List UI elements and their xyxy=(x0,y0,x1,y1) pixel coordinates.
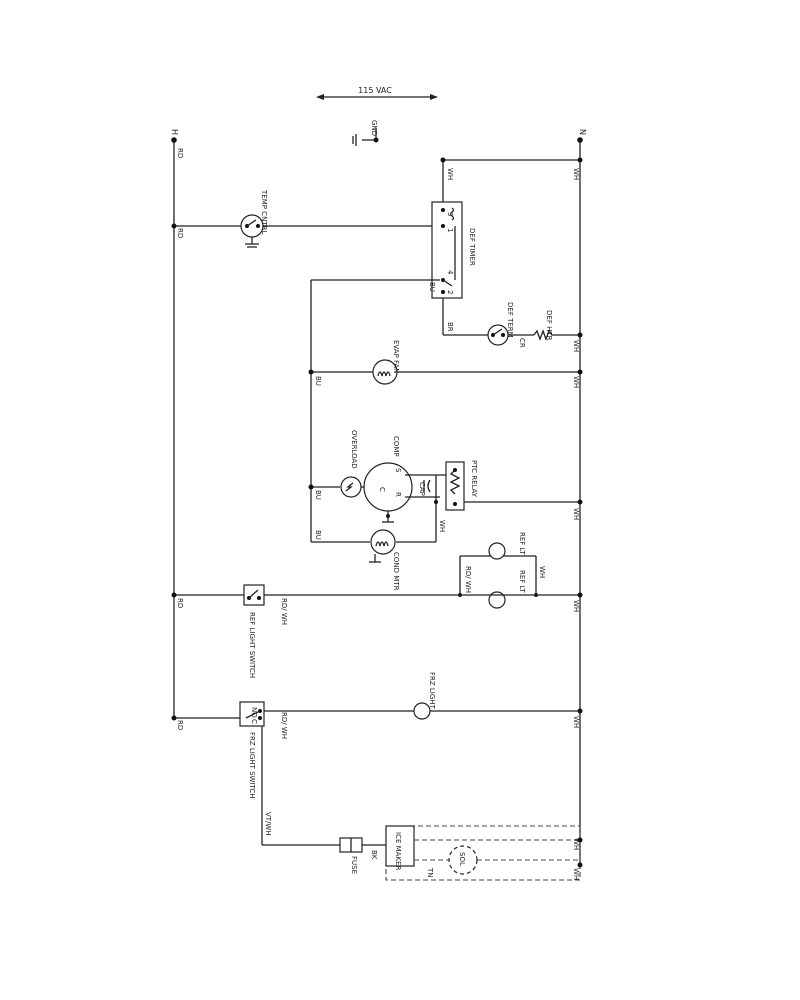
hot-label: H xyxy=(170,129,179,135)
fuse xyxy=(339,837,363,853)
frz-light-switch: NO C xyxy=(239,701,265,727)
ref-light-lower xyxy=(488,591,506,609)
wire-label-br: BR xyxy=(446,322,454,332)
wire-label-wh-n7: WH xyxy=(572,838,580,850)
wire-label-wh-lt: WH xyxy=(538,566,546,578)
evap-fan-motor xyxy=(372,359,398,385)
wire-label-bu-cond: BU xyxy=(314,530,322,540)
evap-fan-label: EVAP FAN xyxy=(392,340,400,373)
ref-light-switch xyxy=(243,584,265,606)
wire-label-cr: CR xyxy=(518,338,526,348)
wire-label-bu-fan: BU xyxy=(314,376,322,386)
wire-label-tn: TN xyxy=(426,867,434,878)
compressor: S R C xyxy=(363,462,413,523)
frz-light-switch-label: FRZ LIGHT SWITCH xyxy=(248,732,256,799)
cond-mtr-label: COND MTR xyxy=(392,552,400,591)
overload-label: OVERLOAD xyxy=(350,430,358,469)
ice-maker-label: ICE MAKER xyxy=(394,832,402,870)
timer-terminal-2: 2 xyxy=(446,290,454,294)
frz-light-label: FRZ LIGHT xyxy=(428,672,436,710)
wire-label-rdwh-lt: RD/ WH xyxy=(464,566,472,593)
temp-control xyxy=(240,214,264,248)
wire-label-vtwh: VT/WH xyxy=(264,812,272,836)
wire-label-rdwh-ref: RD/ WH xyxy=(280,598,288,625)
def-timer-label: DEF TIMER xyxy=(468,228,476,266)
temp-cntrl-label: TEMP CNTRL xyxy=(260,189,268,234)
def-heater xyxy=(533,329,580,341)
wire-label-wh-n3: WH xyxy=(572,376,580,388)
timer-terminal-4: 4 xyxy=(446,270,454,275)
def-timer: 3 1 4 2 xyxy=(431,201,463,299)
def-term-label: DEF TERM xyxy=(506,302,514,338)
wire-label-bu-comp: BU xyxy=(314,490,322,500)
condenser-fan-motor xyxy=(369,529,396,563)
def-htr-label: DEF HTR xyxy=(545,310,553,341)
wire-label-rd-2: RD xyxy=(176,228,184,238)
wire-label-wh-n6: WH xyxy=(572,716,580,728)
ice-maker xyxy=(385,825,415,867)
ptc-relay xyxy=(445,461,465,511)
frz-light xyxy=(413,702,431,720)
def-terminator xyxy=(487,324,509,346)
wire-label-wh-n8: WH xyxy=(572,868,580,880)
ground-label: GND xyxy=(370,120,378,136)
wire-label-wh-cond: WH xyxy=(438,520,446,532)
comp-label: COMP xyxy=(392,436,400,457)
wire-label-bu-timer: BU xyxy=(428,282,436,292)
wire-label-rdwh-frz: RD/ WH xyxy=(280,712,288,739)
supply-voltage-arrow: 115 VAC xyxy=(316,86,438,100)
wire-label-wh-n4: WH xyxy=(572,508,580,520)
cap-label: CAP xyxy=(418,482,426,496)
wire-label-rd-4: RD xyxy=(176,720,184,730)
overload xyxy=(340,476,362,498)
wire-label-rd-top: RD xyxy=(176,148,184,158)
wire-label-wh-n2: WH xyxy=(572,340,580,352)
ref-lt-label-upper: REF LT xyxy=(518,532,526,555)
wire-label-wh-timer: WH xyxy=(446,168,454,180)
comp-terminal-s: S xyxy=(394,468,402,473)
wire-label-rd-3: RD xyxy=(176,598,184,608)
timer-terminal-1: 1 xyxy=(446,228,454,232)
comp-terminal-c: C xyxy=(378,487,386,492)
ice-maker-enclosure xyxy=(385,825,581,881)
switch-c-label: C xyxy=(250,719,258,724)
fuse-label: FUSE xyxy=(350,856,358,874)
ref-lt-label-lower: REF LT xyxy=(518,570,526,593)
wire-label-bk: BK xyxy=(370,850,378,860)
ref-light-switch-label: REF LIGHT SWITCH xyxy=(248,612,256,678)
supply-voltage-label: 115 VAC xyxy=(358,86,392,95)
ground-symbol xyxy=(352,128,379,146)
switch-no-label: NO xyxy=(250,707,258,718)
ptc-relay-label: PTC RELAY xyxy=(470,460,478,498)
wire-label-wh-n5: WH xyxy=(572,600,580,612)
run-capacitor xyxy=(423,479,431,493)
sol-label: SOL xyxy=(458,852,466,866)
neutral-label: N xyxy=(578,129,587,135)
wire-label-wh-n1: WH xyxy=(572,168,580,180)
ref-light-upper xyxy=(488,542,506,560)
comp-terminal-r: R xyxy=(394,492,402,497)
